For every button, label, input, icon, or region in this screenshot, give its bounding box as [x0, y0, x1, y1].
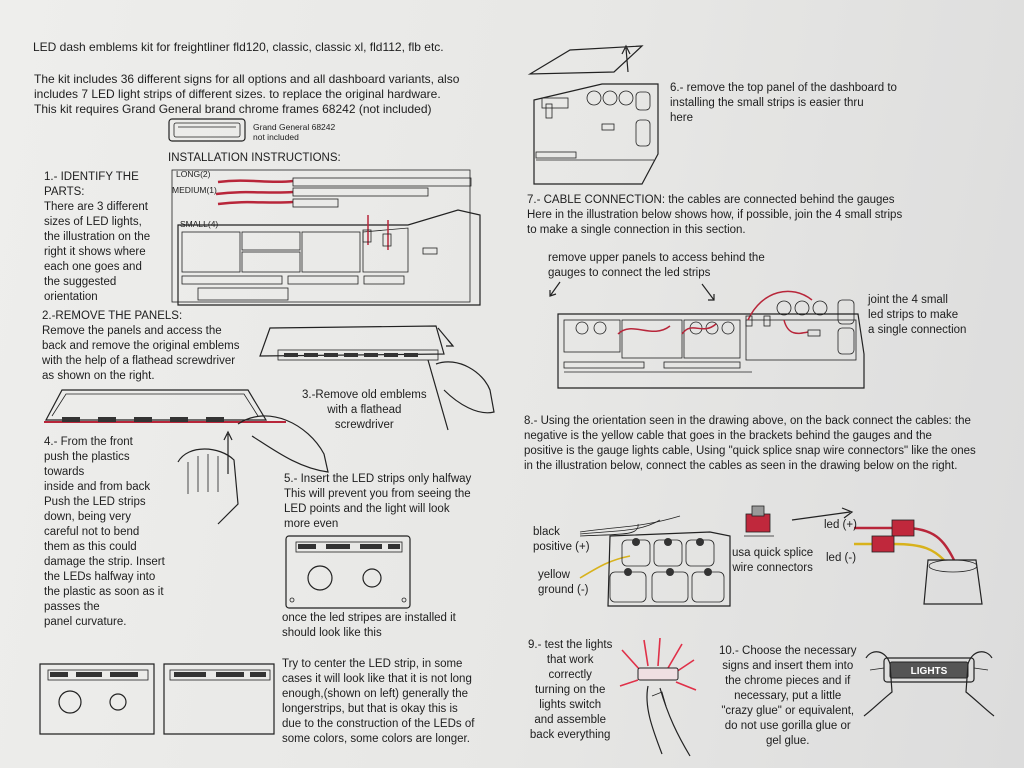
step-6-text: 6.- remove the top panel of the dashboar…	[670, 82, 897, 124]
led-negative-label: led (-)	[826, 552, 857, 564]
installed-strip-panel	[285, 535, 411, 609]
top-panel-illustration	[527, 44, 644, 75]
splice-label: usa quick splice wire connectors	[732, 547, 814, 574]
medium-led-strip	[292, 187, 429, 197]
lights-sign-text: LIGHTS	[911, 666, 948, 677]
black-positive-label: black positive (+)	[533, 526, 590, 553]
centering-example-panels	[39, 663, 275, 735]
step-7-join-text: joint the 4 small led strips to make a s…	[868, 294, 967, 336]
long-strip-wire	[217, 179, 294, 184]
led-positive-label: led (+)	[824, 519, 857, 531]
splice-connector-illustration	[744, 505, 983, 605]
cable-connection-diagram	[549, 281, 865, 389]
lights-sign-illustration: LIGHTS	[863, 651, 995, 717]
step-9-text: 9.- test the lights that work correctly …	[528, 639, 613, 741]
center-note-text: Try to center the LED strip, in some cas…	[282, 658, 475, 745]
gauge-wiring-illustration	[579, 515, 731, 607]
small-led-strip	[292, 198, 339, 208]
yellow-ground-label: yellow ground (-)	[538, 569, 589, 596]
dashboard-top-view	[533, 83, 659, 185]
light-test-illustration	[619, 637, 697, 757]
step-5-after-text: once the led stripes are installed it sh…	[282, 612, 456, 639]
strip-label-small: SMALL(4)	[180, 219, 219, 229]
long-led-strip	[292, 177, 472, 187]
intro-text: The kit includes 36 different signs for …	[34, 72, 460, 116]
step-1-text: 1.- IDENTIFY THE PARTS: There are 3 diff…	[44, 171, 151, 303]
chrome-frame-illustration	[168, 118, 246, 142]
strip-label-medium: MEDIUM(1)	[172, 185, 217, 195]
panel-removal-illustration	[259, 325, 495, 431]
frame-label: Grand General 68242 not included	[253, 122, 336, 142]
step-7-text: 7.- CABLE CONNECTION: the cables are con…	[527, 194, 903, 236]
step-8-text: 8.- Using the orientation seen in the dr…	[524, 415, 976, 472]
strip-insertion-illustration	[44, 389, 329, 525]
step-2-text: 2.-REMOVE THE PANELS: Remove the panels …	[42, 310, 240, 382]
installation-heading: INSTALLATION INSTRUCTIONS:	[168, 152, 341, 164]
step-10-text: 10.- Choose the necessary signs and inse…	[719, 645, 857, 747]
step-3-text: 3.-Remove old emblems with a flathead sc…	[302, 389, 427, 431]
step-5-text: 5.- Insert the LED strips only halfway T…	[284, 473, 472, 530]
page-title: LED dash emblems kit for freightliner fl…	[33, 40, 444, 54]
step-7-upper-text: remove upper panels to access behind the…	[548, 252, 765, 279]
dashboard-layout-diagram	[171, 169, 481, 306]
strip-label-long: LONG(2)	[176, 169, 211, 179]
step-4-text: 4.- From the front push the plastics tow…	[44, 436, 165, 628]
